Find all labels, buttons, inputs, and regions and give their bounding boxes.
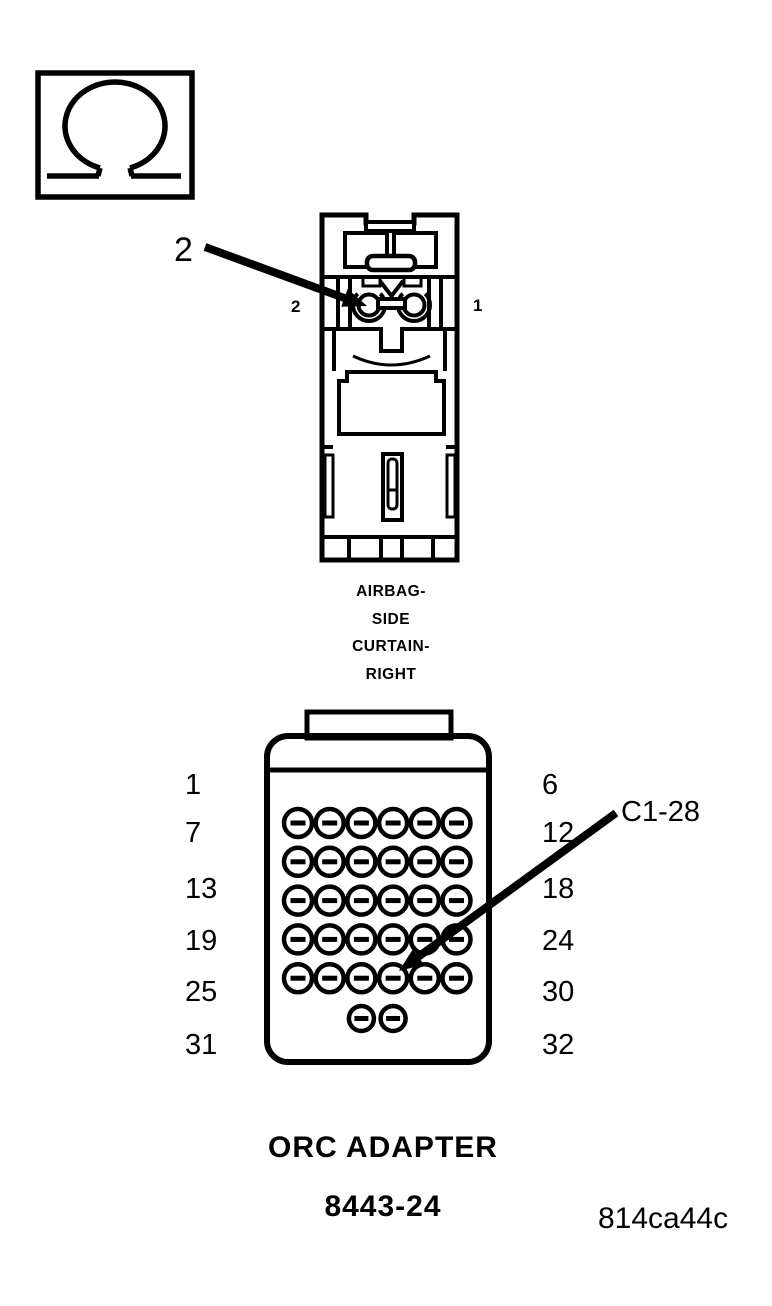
pin-row-label-30: 30	[542, 976, 575, 1008]
pin-row-label-25: 25	[185, 976, 218, 1008]
orc-adapter-title: ORC ADAPTER	[268, 1131, 498, 1164]
airbag-cavity-label-1: 1	[473, 296, 483, 315]
orc-pin	[376, 884, 410, 917]
orc-pin	[346, 1003, 377, 1034]
orc-pin	[376, 806, 410, 840]
pin-row-label-31: 31	[185, 1029, 218, 1061]
orc-pin	[313, 923, 346, 956]
orc-pin	[378, 1003, 408, 1034]
caption-line: CURTAIN-	[352, 638, 430, 655]
pin-row-label-12: 12	[542, 817, 575, 849]
orc-pin	[408, 806, 442, 840]
orc-pin-field	[281, 806, 473, 1034]
caption-line: SIDE	[371, 610, 411, 628]
orc-pin	[345, 845, 378, 879]
orc-pin	[376, 923, 410, 956]
pin-row-label-13: 13	[185, 873, 218, 905]
orc-pin	[440, 806, 473, 840]
orc-pin	[345, 923, 378, 956]
figure-code: 814ca44c	[598, 1202, 729, 1235]
airbag-pin2-arrow	[203, 243, 367, 307]
orc-pin	[313, 806, 346, 840]
orc-pin	[440, 845, 473, 879]
pin-row-label-7: 7	[185, 817, 202, 849]
orc-pin	[313, 845, 346, 879]
pin-row-label-24: 24	[542, 925, 575, 957]
orc-pin	[313, 961, 346, 995]
pin-row-label-18: 18	[542, 873, 575, 905]
caption-line: AIRBAG-	[356, 583, 426, 600]
pin-row-label-19: 19	[185, 925, 218, 957]
pin-row-label-1: 1	[185, 769, 202, 801]
airbag-pin-2	[356, 292, 382, 318]
orc-pin	[281, 961, 315, 995]
orc-adapter-drawing	[264, 709, 492, 1065]
orc-pin	[313, 884, 346, 917]
orc-pin	[408, 961, 442, 995]
orc-pin	[408, 845, 442, 879]
orc-pin	[408, 884, 442, 917]
orc-pin28-arrow	[399, 809, 619, 971]
airbag-pin2-callout: 2	[174, 231, 193, 269]
pin-row-label-32: 32	[542, 1029, 575, 1061]
ohmmeter-icon	[35, 70, 195, 200]
caption-line: RIGHT	[365, 665, 417, 683]
airbag-connector-drawing	[319, 212, 460, 563]
orc-pin	[440, 961, 473, 995]
orc-pin	[408, 923, 442, 956]
orc-pin	[345, 961, 378, 995]
orc-pin28-callout: C1-28	[621, 796, 700, 828]
airbag-connector-caption: AIRBAG- SIDE CURTAIN- RIGHT	[320, 578, 462, 688]
orc-pin	[281, 923, 315, 956]
orc-pin	[345, 884, 378, 917]
orc-pin	[440, 884, 473, 917]
orc-pin	[281, 845, 315, 879]
orc-pin	[281, 884, 315, 917]
orc-pin	[376, 961, 410, 995]
airbag-cavity-label-2: 2	[291, 297, 301, 316]
orc-pin	[440, 923, 473, 956]
orc-pin	[376, 845, 410, 879]
orc-adapter-part-number: 8443-24	[324, 1190, 442, 1223]
orc-pin	[345, 806, 378, 840]
pin-row-label-6: 6	[542, 769, 559, 801]
airbag-pin-1	[401, 292, 427, 318]
orc-pin	[281, 806, 315, 840]
